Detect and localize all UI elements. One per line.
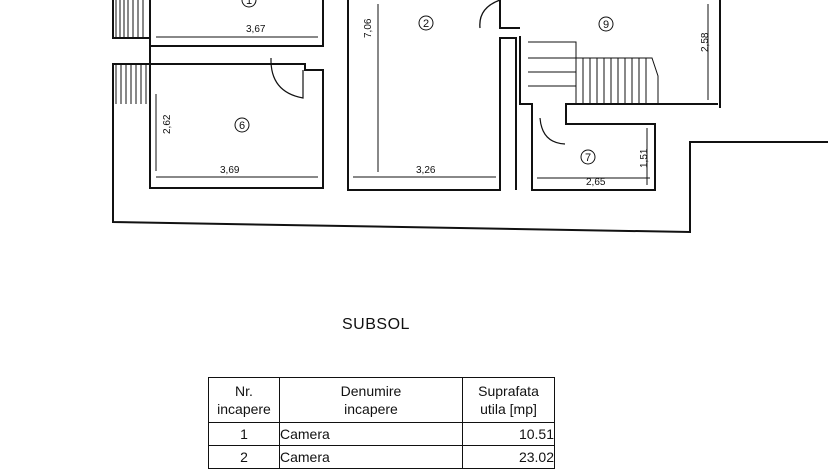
dim-room1-width: 3,67 xyxy=(246,24,266,35)
cell-room-name: Camera xyxy=(279,422,463,446)
room-area-table: Nr. incapere Denumire incapere Suprafata… xyxy=(208,377,555,469)
dim-room9-height: 2,58 xyxy=(700,32,711,52)
cell-room-area: 23.02 xyxy=(462,445,555,469)
dim-room2-width: 3,26 xyxy=(416,165,436,176)
cell-room-number: 2 xyxy=(208,445,280,469)
room-7-number: 7 xyxy=(585,152,591,164)
header-room-area: Suprafata utila [mp] xyxy=(462,377,555,423)
room-2-number: 2 xyxy=(423,18,429,30)
dim-room6-width: 3,69 xyxy=(220,165,240,176)
dim-room7-height: 1,51 xyxy=(639,148,650,168)
table-row: 1 Camera 10.51 xyxy=(208,422,555,446)
plan-title: SUBSOL xyxy=(342,316,410,333)
cell-room-area: 10.51 xyxy=(462,422,555,446)
header-room-number: Nr. incapere xyxy=(208,377,280,423)
header-room-name: Denumire incapere xyxy=(279,377,463,423)
room-1-number: 1 xyxy=(246,0,252,7)
dim-room7-width: 2,65 xyxy=(586,177,606,188)
dim-room6-height: 2,62 xyxy=(162,114,173,134)
room-6-number: 6 xyxy=(239,120,245,132)
dim-room2-height: 7,06 xyxy=(363,18,374,38)
room-9-number: 9 xyxy=(603,19,609,31)
cell-room-name: Camera xyxy=(279,445,463,469)
cell-room-number: 1 xyxy=(208,422,280,446)
floor-plan: 3,67 7,06 3,26 2,58 2,62 3,69 1,51 2,65 … xyxy=(112,0,828,234)
table-row: 2 Camera 23.02 xyxy=(208,445,555,469)
